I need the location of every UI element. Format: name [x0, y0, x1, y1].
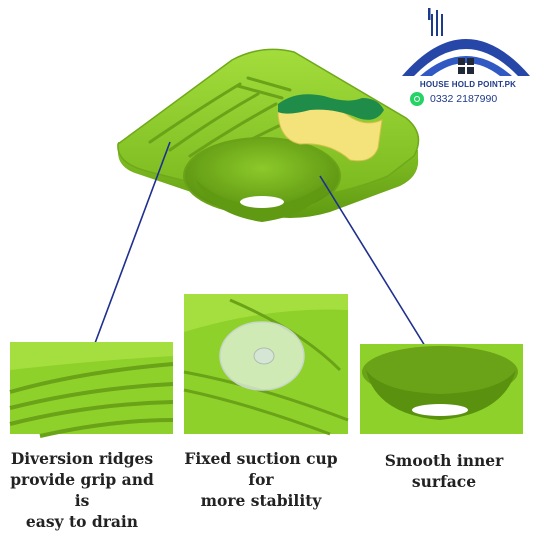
whatsapp-icon	[410, 92, 424, 106]
phone-number: 0332 2187990	[430, 93, 498, 105]
caption-diversion-ridges: Diversion ridges provide grip and is eas…	[10, 449, 154, 531]
window-icon	[458, 58, 474, 74]
corner-tray	[117, 48, 420, 222]
panel-inner-surface	[360, 344, 523, 434]
panel-ridges	[9, 342, 174, 438]
panel-suction-cup	[183, 294, 349, 436]
sponge	[277, 94, 384, 162]
caption-inner-surface: Smooth inner surface	[384, 451, 504, 491]
caption-suction-cup: Fixed suction cup for more stability	[184, 449, 338, 510]
suction-cup-icon	[219, 321, 305, 391]
utensils-icon	[428, 8, 443, 36]
brand-name: HOUSE HOLD POINT.PK	[419, 80, 517, 89]
house-arch-icon	[402, 39, 530, 76]
